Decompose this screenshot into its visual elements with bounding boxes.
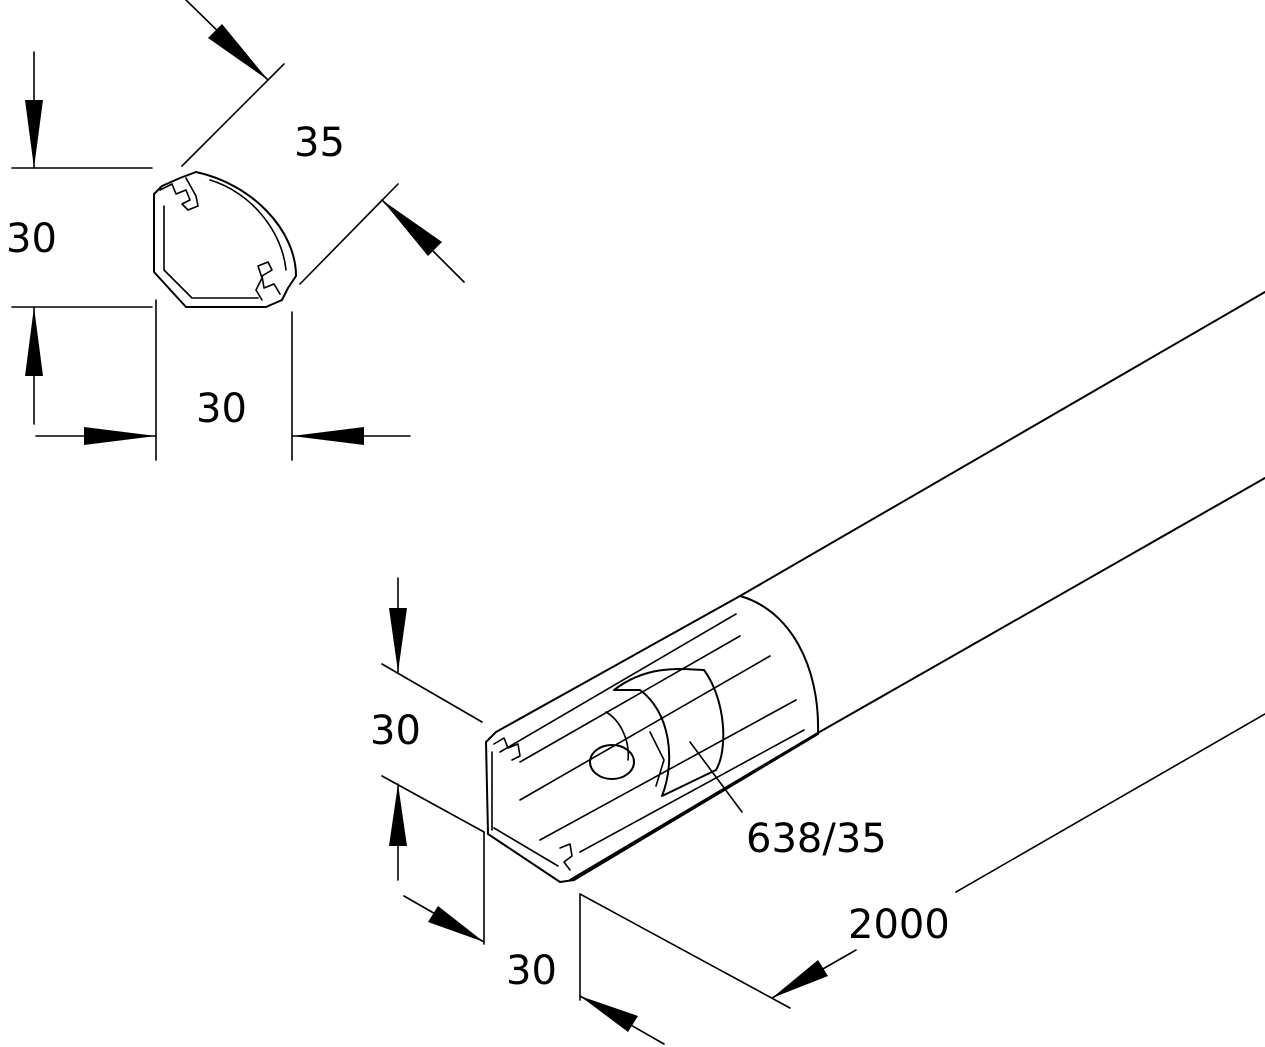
iso-height-arrow-bottom <box>389 784 407 846</box>
iso-height-arrow-top <box>389 608 407 672</box>
iso-height-dimension-label: 30 <box>370 708 421 754</box>
part-label-leader <box>689 741 743 813</box>
diag-ext-bottom <box>299 183 399 285</box>
part-label: 638/35 <box>746 816 887 862</box>
front-end-profile <box>485 595 820 883</box>
iso-height-ext-top <box>381 663 483 723</box>
body-edge-middle <box>815 477 1265 735</box>
profile-clip-bottom <box>255 261 281 301</box>
height-arrow-bottom <box>25 307 43 376</box>
length-line <box>579 893 791 1009</box>
profile-clip-top <box>159 177 199 211</box>
inner-rib-1 <box>519 635 741 763</box>
coupler-band <box>613 667 725 797</box>
diag-arrow-bottom <box>382 200 442 256</box>
body-edge-top <box>739 291 1265 597</box>
isometric-view: 638/35 30 30 2000 <box>370 291 1265 1045</box>
width-arrow-left <box>84 427 156 445</box>
front-top-inner <box>499 613 737 753</box>
diag-arrow-top <box>208 24 268 80</box>
length-ext-right <box>955 713 1265 893</box>
front-clip-bottom <box>559 843 573 871</box>
iso-height-ext-bottom <box>381 775 485 833</box>
iso-width-arrow-left <box>428 906 484 942</box>
iso-width-arrow-right <box>580 996 638 1032</box>
length-dimension-label: 2000 <box>848 902 950 948</box>
front-lower-inner <box>493 827 559 867</box>
diag-ext-top <box>181 63 285 167</box>
inner-rib-2 <box>519 655 771 801</box>
inner-rib-4 <box>579 729 805 853</box>
iso-width-dimension-label: 30 <box>506 948 557 994</box>
height-arrow-top <box>25 100 43 168</box>
mounting-hole <box>589 744 635 780</box>
body-edge-bottom-a <box>569 733 817 881</box>
profile-inner-outline <box>163 179 287 299</box>
profile-outline <box>153 171 297 308</box>
height-dimension-label: 30 <box>6 216 57 262</box>
cross-section-view: 30 30 35 <box>6 0 465 461</box>
length-arrow <box>772 960 828 998</box>
width-dimension-label: 30 <box>196 386 247 432</box>
diagonal-dimension-label: 35 <box>294 120 345 166</box>
coupler-detail <box>605 711 665 787</box>
front-clip-top <box>493 737 521 761</box>
width-arrow-right <box>292 427 364 445</box>
